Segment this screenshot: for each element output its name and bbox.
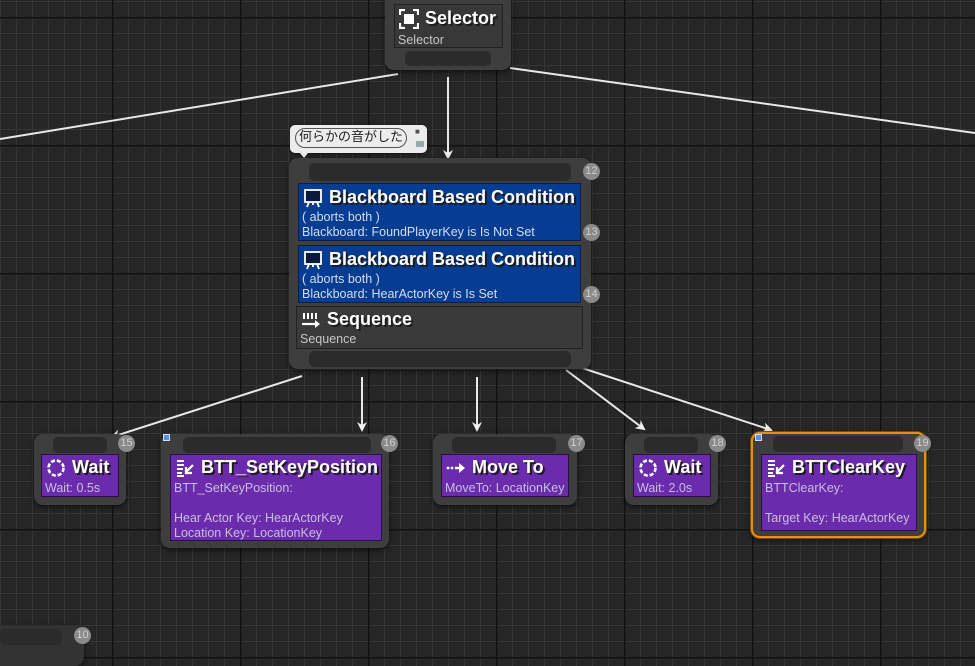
task-node-move-to[interactable]: 17 Move To MoveTo: LocationKey bbox=[433, 434, 585, 505]
sequence-composite[interactable]: Sequence Sequence bbox=[296, 306, 583, 349]
wait-icon bbox=[47, 458, 65, 477]
sequence-input-pin[interactable] bbox=[309, 163, 571, 181]
move-to-icon bbox=[446, 462, 465, 473]
selector-card: Selector Selector bbox=[394, 4, 503, 48]
blueprint-task-icon bbox=[768, 459, 785, 477]
selector-output-pin[interactable] bbox=[405, 51, 491, 66]
decorator-abort-mode: ( aborts both ) bbox=[302, 272, 380, 286]
blackboard-icon bbox=[304, 250, 322, 269]
task-input-pin[interactable] bbox=[0, 629, 62, 645]
node-index-badge: 10 bbox=[74, 627, 91, 644]
wire-sequence-to-clearkey bbox=[581, 367, 773, 433]
selector-icon bbox=[399, 8, 419, 29]
node-index-badge: 13 bbox=[583, 224, 600, 241]
task-title: Wait bbox=[46, 457, 109, 478]
wait-icon bbox=[639, 458, 657, 477]
task-title: Wait bbox=[638, 457, 701, 478]
node-index-badge: 12 bbox=[583, 163, 600, 180]
comment-bubble[interactable]: 何らかの音がした ■ bbox=[290, 125, 427, 158]
task-input-pin[interactable] bbox=[773, 436, 903, 452]
task-input-pin[interactable] bbox=[53, 437, 107, 453]
comment-toggle-icon[interactable] bbox=[416, 141, 424, 147]
comment-tail bbox=[300, 153, 308, 158]
node-index-badge: 19 bbox=[914, 435, 931, 452]
task-title: BTTClearKey bbox=[766, 457, 905, 478]
node-index-badge: 17 bbox=[568, 435, 585, 452]
task-card: BTTClearKey BTTClearKey: Target Key: Hea… bbox=[761, 454, 917, 531]
sequence-icon bbox=[302, 312, 320, 328]
task-card: Wait Wait: 2.0s bbox=[633, 454, 711, 497]
task-description: Wait: 2.0s bbox=[637, 481, 693, 495]
blueprint-task-icon bbox=[177, 459, 194, 477]
task-title: BTT_SetKeyPosition bbox=[175, 457, 378, 478]
task-description: BTTClearKey: Target Key: HearActorKey bbox=[765, 481, 910, 525]
task-node-wait-1[interactable]: 15 Wait Wait: 0.5s bbox=[34, 434, 135, 505]
selector-title: Selector bbox=[399, 8, 496, 29]
task-node-offscreen[interactable]: 10 bbox=[0, 626, 91, 666]
sequence-title: Sequence bbox=[301, 309, 412, 330]
decorator-blackboard-found-player[interactable]: Blackboard Based Condition ( aborts both… bbox=[298, 183, 581, 241]
task-card: Move To MoveTo: LocationKey bbox=[441, 454, 569, 497]
task-node-wait-2[interactable]: 18 Wait Wait: 2.0s bbox=[625, 434, 726, 505]
sequence-node[interactable]: 12 Blackboard Based Condition ( aborts b… bbox=[289, 158, 600, 369]
blueprint-icon bbox=[755, 434, 762, 441]
task-input-pin[interactable] bbox=[452, 437, 556, 453]
task-title: Move To bbox=[446, 457, 544, 478]
node-index-badge: 15 bbox=[118, 435, 135, 452]
blueprint-icon bbox=[163, 434, 170, 441]
selector-node[interactable]: Selector Selector bbox=[385, 0, 511, 70]
decorator-title: Blackboard Based Condition bbox=[303, 249, 575, 270]
wire-sequence-to-wait-1 bbox=[110, 375, 303, 440]
decorator-condition: Blackboard: HearActorKey is Is Set bbox=[302, 287, 498, 301]
decorator-condition: Blackboard: FoundPlayerKey is Is Not Set bbox=[302, 225, 535, 239]
wire-sequence-to-wait-2 bbox=[565, 369, 646, 431]
sequence-output-pin[interactable] bbox=[309, 351, 571, 367]
decorator-title: Blackboard Based Condition bbox=[303, 187, 575, 208]
decorator-blackboard-hear-actor[interactable]: Blackboard Based Condition ( aborts both… bbox=[298, 245, 581, 303]
task-card: BTT_SetKeyPosition BTT_SetKeyPosition: H… bbox=[170, 454, 382, 541]
node-index-badge: 14 bbox=[583, 286, 600, 303]
task-description: Wait: 0.5s bbox=[45, 481, 101, 495]
decorator-abort-mode: ( aborts both ) bbox=[302, 210, 380, 224]
task-card: Wait Wait: 0.5s bbox=[41, 454, 119, 497]
task-node-clear-key[interactable]: 19 BTTClearKey BTTClearKey: Target Key: … bbox=[751, 432, 931, 538]
blackboard-icon bbox=[304, 188, 322, 207]
sequence-description: Sequence bbox=[300, 332, 357, 346]
task-description: BTT_SetKeyPosition: Hear Actor Key: Hear… bbox=[174, 481, 343, 540]
task-node-set-key-position[interactable]: 16 BTT_SetKeyPosition BTT_SetKeyPosition… bbox=[161, 434, 398, 548]
node-index-badge: 18 bbox=[709, 435, 726, 452]
node-index-badge: 16 bbox=[381, 435, 398, 452]
pin-icon[interactable]: ■ bbox=[415, 127, 420, 136]
task-input-pin[interactable] bbox=[644, 437, 698, 453]
task-description: MoveTo: LocationKey bbox=[445, 481, 565, 495]
task-input-pin[interactable] bbox=[183, 437, 371, 453]
comment-text: 何らかの音がした bbox=[295, 128, 407, 148]
selector-description: Selector bbox=[398, 33, 444, 47]
wire-selector-right bbox=[509, 67, 975, 134]
